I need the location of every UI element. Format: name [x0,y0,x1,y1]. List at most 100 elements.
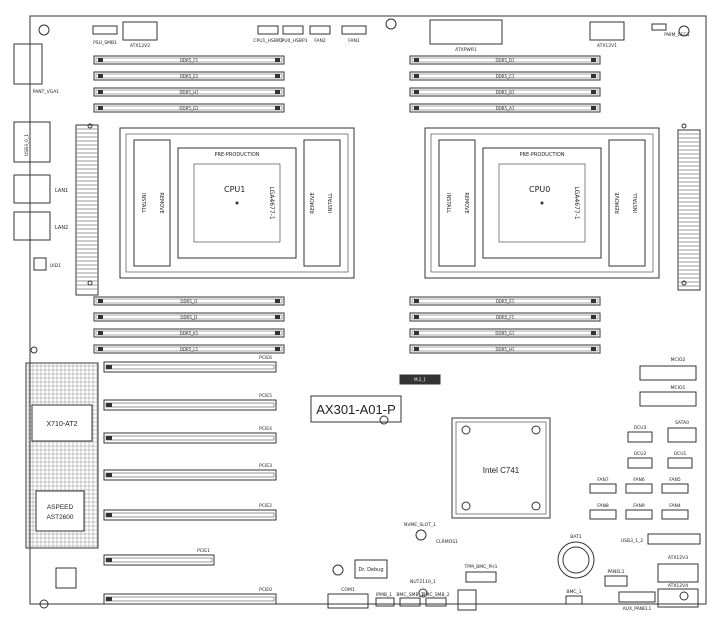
pcie-slot-pcie5[interactable]: PCIE5 [103,393,277,411]
atx12v3-connector[interactable] [657,563,699,583]
socket-type: LGA4677-1 [268,186,275,220]
ocu2-connector[interactable] [627,457,653,469]
bmc-header[interactable] [565,595,583,605]
cpu0-hsbp-label: CPU0_HSBP1 [278,38,307,44]
dimm-slot-cpu0-bottom-2[interactable]: DDR5_G1 [409,328,601,338]
cpu-name: CPU1 [224,185,245,194]
fan-header-fan8[interactable]: FAN8 [589,503,617,520]
pwm-cfg-label: PWM_CFG1 [664,32,690,38]
pwm-cfg-jumper[interactable] [651,23,667,31]
pcie-slot-pcie3[interactable]: PCIE3 [103,463,277,481]
ocu3-connector[interactable] [627,431,653,443]
pcie-slot-pcie6[interactable]: PCIE6 [103,355,277,373]
lan1-port[interactable] [13,174,51,204]
cpu0-hsbp-connector[interactable] [282,25,304,35]
dimm-slot-cpu0-top-2[interactable]: DDR5_B1 [409,87,601,97]
pcie-slot-pcie1[interactable]: PCIE1 [103,548,215,566]
uid-button[interactable] [33,257,47,271]
pcie-slot-pcie2[interactable]: PCIE2 [103,503,277,521]
cpu1-hsbp-connector[interactable] [257,25,279,35]
dimm-slot-cpu0-bottom-0[interactable]: DDR5_E1 [409,296,601,306]
pcie-label: PCIE2 [259,503,272,509]
panel-label: PANEL1 [607,569,624,575]
dimm-slot-cpu1-top-2[interactable]: DDR5_H1 [93,87,285,97]
model-label-box: AX301-A01-P [310,395,402,423]
atx12v2-connector[interactable] [122,21,158,41]
dimm-slot-cpu1-top-3[interactable]: DDR5_G1 [93,103,285,113]
nvme2-label: NUT2110_1 [410,579,436,585]
dimm-label: DDR5_J1 [180,315,198,320]
dimm-label: DDR5_D1 [495,58,515,63]
fan-header-fan6[interactable]: FAN6 [625,477,653,494]
mcio2-connector[interactable] [639,365,697,381]
pcie-slot-pcie0[interactable]: PCIE0 [103,587,277,605]
fan-label: FAN9 [633,503,645,509]
atx12v4-connector[interactable] [657,588,699,608]
fan-header-fan5[interactable]: FAN5 [661,477,689,494]
fan-header-fan4[interactable]: FAN4 [661,503,689,520]
dimm-label: DDR5_I1 [180,299,198,304]
remove-label: REMOVE [463,192,469,213]
fan-label: FAN8 [597,503,609,509]
usb-header[interactable] [647,533,701,545]
dimm-slot-cpu1-bottom-2[interactable]: DDR5_K1 [93,328,285,338]
vga-port[interactable] [13,43,43,85]
aux-panel-header[interactable] [618,591,656,603]
dimm-slot-cpu0-bottom-3[interactable]: DDR5_H1 [409,344,601,354]
dimm-slot-cpu0-top-0[interactable]: DDR5_D1 [409,55,601,65]
psu-smb-label: PSU_SMB1 [93,40,117,46]
nvme-slot-1[interactable] [457,589,477,611]
nvme1-label: NVME_SLOT_1 [404,522,436,528]
dimm-slot-cpu1-top-1[interactable]: DDR5_E1 [93,71,285,81]
ocu1-connector[interactable] [667,457,693,469]
top-connector-labels: PSU_SMB1 ATX12V2 CPU1_HSBP1 CPU0_HSBP1 F… [93,32,690,53]
remove-label: REMOVE [310,192,316,213]
panel-header[interactable] [604,575,628,587]
dimm-label: DDR5_G1 [495,331,515,336]
fan-header-fan9[interactable]: FAN9 [625,503,653,520]
usb-label: USB3_0_1 [24,134,30,156]
usb-header-label: USB3_1_2 [621,538,643,544]
lan2-port[interactable] [13,211,51,241]
mcio1-connector[interactable] [639,391,697,407]
install-label: INSTALL [328,193,334,213]
fan-header-fan7[interactable]: FAN7 [589,477,617,494]
ipmb-header[interactable] [375,597,395,607]
cpu-name: CPU0 [529,185,550,194]
atxpwr-connector[interactable] [429,19,503,45]
pcie-slot-pcie4[interactable]: PCIE4 [103,426,277,444]
front-led [55,567,77,589]
socket-type: LGA4677-1 [573,186,580,220]
com1-label: COM1 [341,587,355,593]
atx12v1-connector[interactable] [589,21,625,41]
dimm-label: DDR5_F1 [180,58,199,63]
tpm-header[interactable] [465,571,497,583]
dimm-slot-cpu1-bottom-3[interactable]: DDR5_L1 [93,344,285,354]
mount-holes [30,18,690,609]
dimm-slot-cpu1-bottom-1[interactable]: DDR5_J1 [93,312,285,322]
psu-smb-connector[interactable] [92,25,118,35]
pcie-label: PCIE1 [197,548,210,554]
fan1-connector[interactable] [341,25,367,35]
dimm-slot-cpu0-top-1[interactable]: DDR5_C1 [409,71,601,81]
clrmos-label: CLRMOS1 [436,539,458,545]
dimm-slot-cpu0-bottom-1[interactable]: DDR5_F1 [409,312,601,322]
m2-label: M.2_1 [414,377,426,382]
fan2-label: FAN2 [314,38,326,44]
dimm-slot-cpu0-top-3[interactable]: DDR5_A1 [409,103,601,113]
dimm-label: DDR5_H1 [495,347,514,352]
mcio2-label: MCIO2 [671,357,686,363]
bmc-smb1-header[interactable] [399,597,421,607]
sata-connector[interactable] [667,427,697,443]
usb-stack[interactable] [13,121,51,163]
dimm-label: DDR5_F1 [496,315,515,320]
bmc-smb2-header[interactable] [425,597,447,607]
com1-header[interactable] [327,593,369,609]
dimm-slot-cpu1-top-0[interactable]: DDR5_F1 [93,55,285,65]
fan2-connector[interactable] [309,25,331,35]
dimm-slot-cpu1-bottom-0[interactable]: DDR5_I1 [93,296,285,306]
m2-slot[interactable]: M.2_1 [399,374,441,385]
